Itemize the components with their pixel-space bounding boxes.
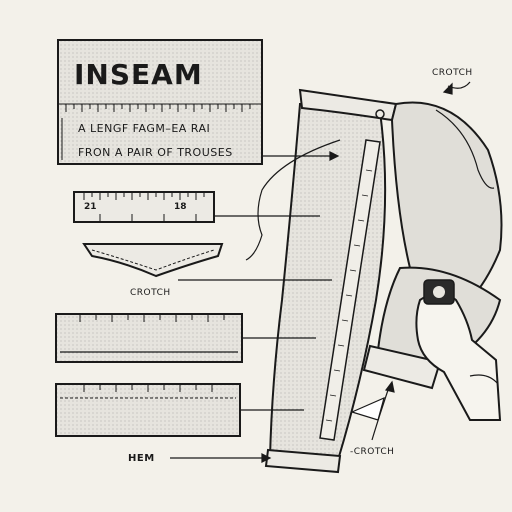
subtitle-line-1: A LENGF FAGM–EA RAI	[78, 122, 211, 135]
crotch-label-top: CROTCH	[432, 68, 473, 78]
pointer-lines	[170, 81, 471, 463]
hand-holding-tape	[415, 279, 502, 421]
trousers	[245, 88, 503, 474]
fabric-band-2	[55, 383, 241, 437]
ruler-number-left: 21	[84, 202, 97, 212]
ruler-card	[73, 191, 215, 223]
crotch-fabric-piece	[82, 243, 224, 278]
title-card	[57, 39, 263, 165]
fabric-band-1	[55, 313, 243, 363]
title-ruler	[58, 103, 262, 112]
crotch-label-bottom: -CROTCH	[350, 447, 395, 457]
crotch-label-middle: CROTCH	[130, 288, 171, 298]
page-title: INSEAM	[74, 58, 203, 91]
ruler-number-right: 18	[174, 202, 187, 212]
subtitle-line-2: FRON A PAIR OF TROUSES	[78, 146, 233, 159]
hem-label: HEM	[128, 453, 155, 464]
